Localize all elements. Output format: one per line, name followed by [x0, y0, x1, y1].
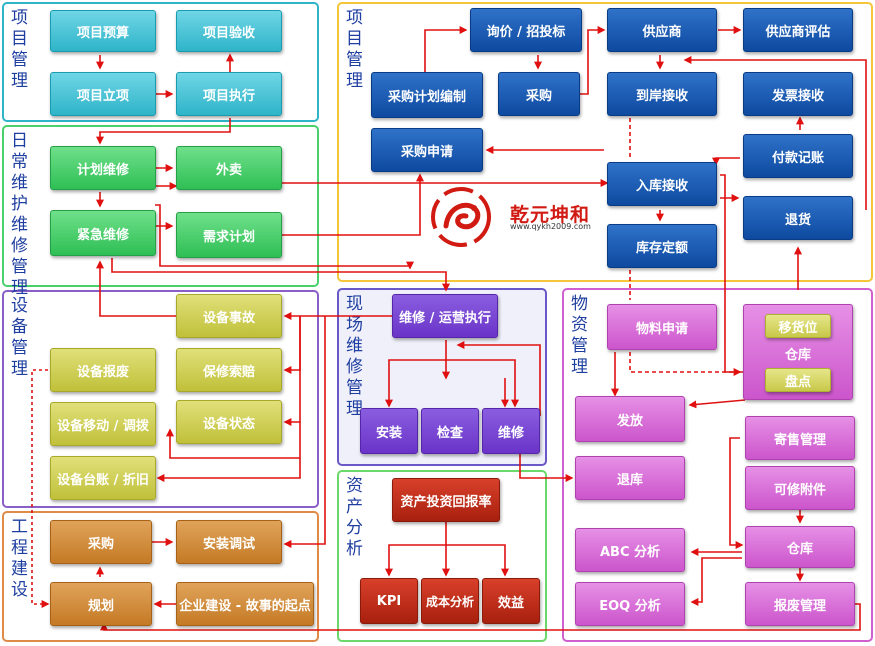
section-title-procurement: 项目管理 [346, 8, 363, 91]
section-title-engineering: 工程建设 [11, 517, 28, 600]
equipment-status-box[interactable]: 设备状态 [176, 400, 282, 444]
purchase-plan-box[interactable]: 采购计划编制 [371, 72, 483, 118]
issue-box[interactable]: 发放 [575, 396, 685, 442]
demand-plan-box[interactable]: 需求计划 [176, 212, 282, 258]
warehouse-secondary-box[interactable]: 仓库 [745, 526, 855, 568]
equipment-scrap-box[interactable]: 设备报废 [50, 348, 156, 392]
project-approval-box[interactable]: 项目立项 [50, 72, 156, 116]
arrival-receive-box[interactable]: 到岸接收 [607, 72, 717, 116]
warehouse-main-box[interactable]: 仓库 [743, 304, 853, 400]
install-debug-box[interactable]: 安装调试 [176, 520, 282, 564]
supplier-evaluation-box[interactable]: 供应商评估 [743, 8, 853, 52]
material-request-box[interactable]: 物料申请 [607, 304, 717, 350]
inventory-quota-box[interactable]: 库存定额 [607, 224, 717, 268]
project-execution-box[interactable]: 项目执行 [176, 72, 282, 116]
kpi-box[interactable]: KPI [360, 578, 418, 624]
dragon-logo-icon [431, 187, 491, 247]
warehouse-main-label: 仓库 [784, 347, 811, 363]
section-title-equipment: 设备管理 [11, 296, 28, 379]
repair-box[interactable]: 维修 [482, 408, 540, 454]
stock-in-box[interactable]: 入库接收 [607, 162, 717, 206]
inquiry-bidding-box[interactable]: 询价 / 招投标 [470, 8, 582, 52]
enterprise-building-box[interactable]: 企业建设 - 故事的起点 [176, 582, 314, 626]
roi-box[interactable]: 资产投资回报率 [392, 478, 500, 522]
eoq-analysis-box[interactable]: EOQ 分析 [575, 582, 685, 626]
equipment-accident-box[interactable]: 设备事故 [176, 294, 282, 338]
relocate-button[interactable]: 移货位 [765, 314, 831, 338]
repairable-parts-box[interactable]: 可修附件 [745, 466, 855, 510]
section-title-project: 项目管理 [11, 8, 28, 91]
section-title-field: 现场维修管理 [346, 294, 363, 419]
section-title-material: 物资管理 [571, 294, 588, 377]
engineering-purchase-box[interactable]: 采购 [50, 520, 152, 564]
urgent-maintenance-box[interactable]: 紧急维修 [50, 210, 156, 256]
purchase-request-box[interactable]: 采购申请 [371, 128, 483, 172]
abc-analysis-box[interactable]: ABC 分析 [575, 528, 685, 572]
payment-accounting-box[interactable]: 付款记账 [743, 134, 853, 178]
cost-analysis-box[interactable]: 成本分析 [421, 578, 479, 624]
inspect-box[interactable]: 检查 [421, 408, 479, 454]
supplier-box[interactable]: 供应商 [607, 8, 717, 52]
equipment-ledger-box[interactable]: 设备台账 / 折旧 [50, 456, 156, 500]
maintenance-execution-box[interactable]: 维修 / 运营执行 [392, 294, 498, 338]
install-box[interactable]: 安装 [360, 408, 418, 454]
engineering-plan-box[interactable]: 规划 [50, 582, 152, 626]
purchase-box[interactable]: 采购 [498, 72, 580, 116]
equipment-move-box[interactable]: 设备移动 / 调拨 [50, 402, 156, 446]
section-title-daily: 日常维护维修管理 [11, 131, 28, 298]
logo-url: www.qykh2009.com [510, 222, 591, 231]
consignment-box[interactable]: 寄售管理 [745, 416, 855, 460]
benefit-box[interactable]: 效益 [482, 578, 540, 624]
scrap-management-box[interactable]: 报废管理 [745, 582, 855, 626]
section-title-asset: 资产分析 [346, 476, 363, 559]
invoice-receive-box[interactable]: 发票接收 [743, 72, 853, 116]
planned-maintenance-box[interactable]: 计划维修 [50, 146, 156, 190]
project-budget-box[interactable]: 项目预算 [50, 10, 156, 52]
logo-name: 乾元坤和 [510, 204, 591, 226]
project-acceptance-box[interactable]: 项目验收 [176, 10, 282, 52]
return-goods-box[interactable]: 退货 [743, 196, 853, 240]
warranty-claim-box[interactable]: 保修索赔 [176, 348, 282, 392]
stocktake-button[interactable]: 盘点 [765, 368, 831, 392]
sell-out-box[interactable]: 外卖 [176, 146, 282, 190]
return-stock-box[interactable]: 退库 [575, 456, 685, 500]
